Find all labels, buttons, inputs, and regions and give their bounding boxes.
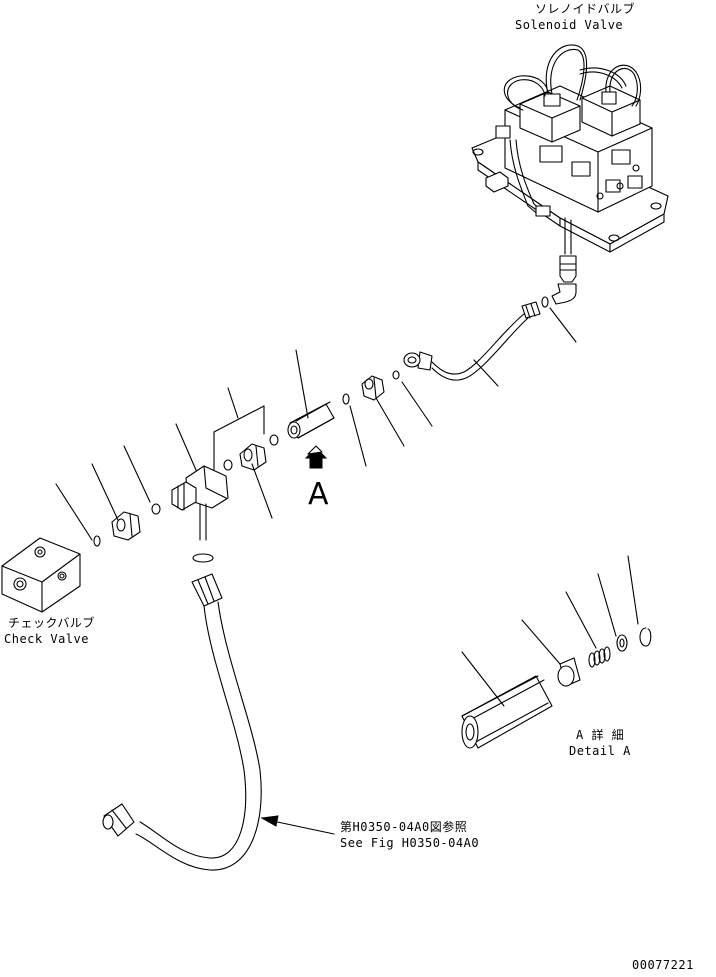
reference-label-en: See Fig H0350-04A0 — [340, 836, 480, 850]
solenoid-valve-label-jp: ソレノイドバルブ — [535, 2, 636, 16]
view-arrow — [304, 445, 328, 469]
detail-a-label-en: Detail A — [569, 744, 631, 758]
detail-a — [461, 627, 652, 749]
check-valve-label-jp: チェックバルブ — [8, 616, 95, 630]
view-arrow-label: A — [308, 477, 329, 512]
check-valve-label-en: Check Valve — [4, 632, 89, 646]
solenoid-valve-assembly — [471, 44, 669, 308]
drawing-number: 00077221 — [632, 958, 694, 972]
detail-a-label-jp: A 詳 細 — [576, 728, 625, 742]
long-hose — [102, 573, 262, 871]
leader-lines — [55, 307, 639, 835]
reference-label-jp: 第H0350-04A0図参照 — [340, 820, 468, 834]
hose-to-solenoid — [403, 301, 541, 381]
check-valve-block — [1, 537, 81, 613]
solenoid-valve-label-en: Solenoid Valve — [515, 18, 624, 32]
middle-row-fittings — [93, 370, 400, 563]
